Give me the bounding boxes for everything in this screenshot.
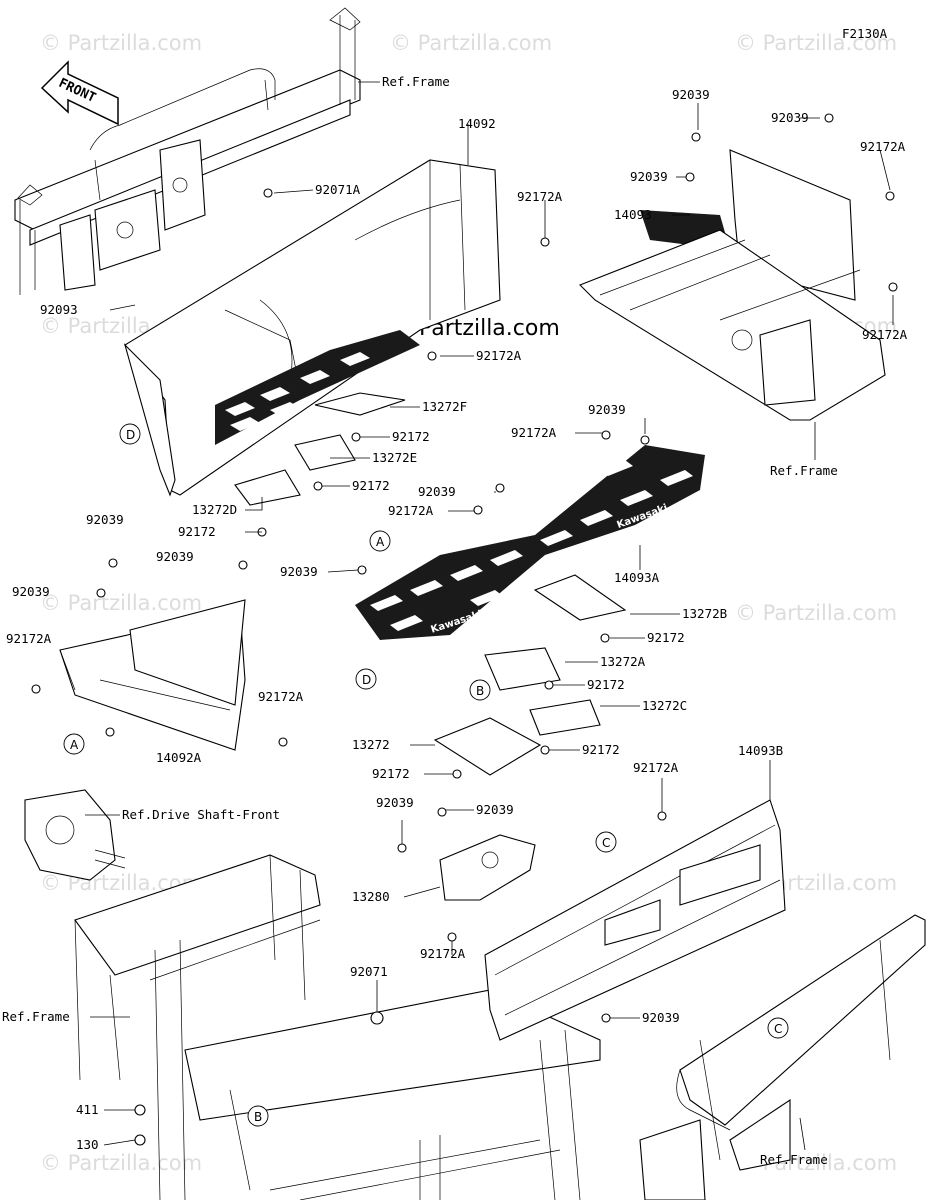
part-label: 92172A	[388, 503, 434, 518]
part-label: 92039	[376, 795, 414, 810]
front-arrow-icon: FRONT	[40, 60, 119, 126]
part-label: 92172	[647, 630, 685, 645]
part-label: 92039	[642, 1010, 680, 1025]
watermark: © Partzilla.com	[40, 591, 202, 615]
part-label: 92172	[352, 478, 390, 493]
watermark: © Partzilla.com	[390, 31, 552, 55]
ref-frame-label: Ref.Frame	[770, 463, 838, 478]
part-label: 92071A	[315, 182, 361, 197]
floor-mat-14093a	[355, 445, 705, 640]
part-label: 92172A	[511, 425, 557, 440]
part-label: 13272C	[642, 698, 687, 713]
ref-drive-shaft-label: Ref.Drive Shaft-Front	[122, 807, 280, 822]
part-label: 92172	[392, 429, 430, 444]
part-label: 92039	[280, 564, 318, 579]
rear-panel-14093b	[484, 799, 786, 1041]
part-label: 92172	[587, 677, 625, 692]
part-label: 411	[76, 1102, 99, 1117]
part-label: 92172A	[633, 760, 679, 775]
front-frame-drawing	[14, 7, 361, 295]
part-label: 92172	[178, 524, 216, 539]
diagram-id: F2130A	[842, 26, 888, 41]
part-labels: Ref.Frame 14092 92071A 92172A 92093 9217…	[2, 74, 908, 1167]
part-label: 92172A	[476, 348, 522, 363]
part-label: 92071	[350, 964, 388, 979]
fasteners	[31, 113, 898, 1146]
part-label: 92039	[672, 87, 710, 102]
part-label: 14093	[614, 207, 652, 222]
part-label: 92172A	[862, 327, 908, 342]
part-label: 13272E	[372, 450, 417, 465]
part-label: 92039	[12, 584, 50, 599]
part-label: 130	[76, 1137, 99, 1152]
circle-ref: A	[70, 738, 79, 752]
circle-ref: B	[254, 1110, 262, 1124]
ref-frame-label: Ref.Frame	[382, 74, 450, 89]
part-label: 14092	[458, 116, 496, 131]
part-label: 92172A	[860, 139, 906, 154]
part-label: 13272B	[682, 606, 727, 621]
circle-ref: D	[362, 673, 371, 687]
part-label: 92172A	[258, 689, 304, 704]
rear-frame-drawing	[676, 914, 926, 1171]
circle-ref: A	[376, 535, 385, 549]
plates-13272-abc	[433, 574, 627, 776]
ref-frame-label: Ref.Frame	[2, 1009, 70, 1024]
circle-ref: C	[774, 1022, 782, 1036]
bracket-13280	[439, 834, 536, 901]
part-label: 13272A	[600, 654, 646, 669]
floor-panel-14092	[123, 159, 501, 497]
part-label: 13272	[352, 737, 390, 752]
part-label: 14093A	[614, 570, 660, 585]
part-label: 13280	[352, 889, 390, 904]
watermark: © Partzilla.com	[40, 31, 202, 55]
part-label: 92039	[476, 802, 514, 817]
watermark: © Partzilla.com	[735, 31, 897, 55]
part-label: 92172	[372, 766, 410, 781]
part-label: 92039	[418, 484, 456, 499]
part-label: 92172A	[517, 189, 563, 204]
side-panel-14092a	[59, 599, 246, 751]
part-label: 92172A	[6, 631, 52, 646]
ref-frame-label: Ref.Frame	[760, 1152, 828, 1167]
part-label: 92039	[771, 110, 809, 125]
part-label: 92039	[86, 512, 124, 527]
leader-lines	[85, 81, 894, 1151]
drive-shaft-front	[24, 789, 126, 881]
part-label: 92172A	[420, 946, 466, 961]
part-label: 13272D	[192, 502, 237, 517]
circle-ref: C	[602, 836, 610, 850]
part-label: 92093	[40, 302, 78, 317]
plates-13272-def	[234, 392, 406, 506]
watermark: © Partzilla.com	[40, 1151, 202, 1175]
part-label: 14092A	[156, 750, 202, 765]
watermark: © Partzilla.com	[735, 601, 897, 625]
part-label: 92172	[582, 742, 620, 757]
part-label: 92039	[588, 402, 626, 417]
part-label: 14093B	[738, 743, 783, 758]
circle-ref: B	[476, 684, 484, 698]
rear-panel-14093	[579, 149, 886, 421]
circle-refs: D A D B A C C B	[63, 423, 789, 1127]
part-label: 92039	[630, 169, 668, 184]
part-label: 13272F	[422, 399, 467, 414]
part-label: 92039	[156, 549, 194, 564]
circle-ref: D	[126, 428, 135, 442]
